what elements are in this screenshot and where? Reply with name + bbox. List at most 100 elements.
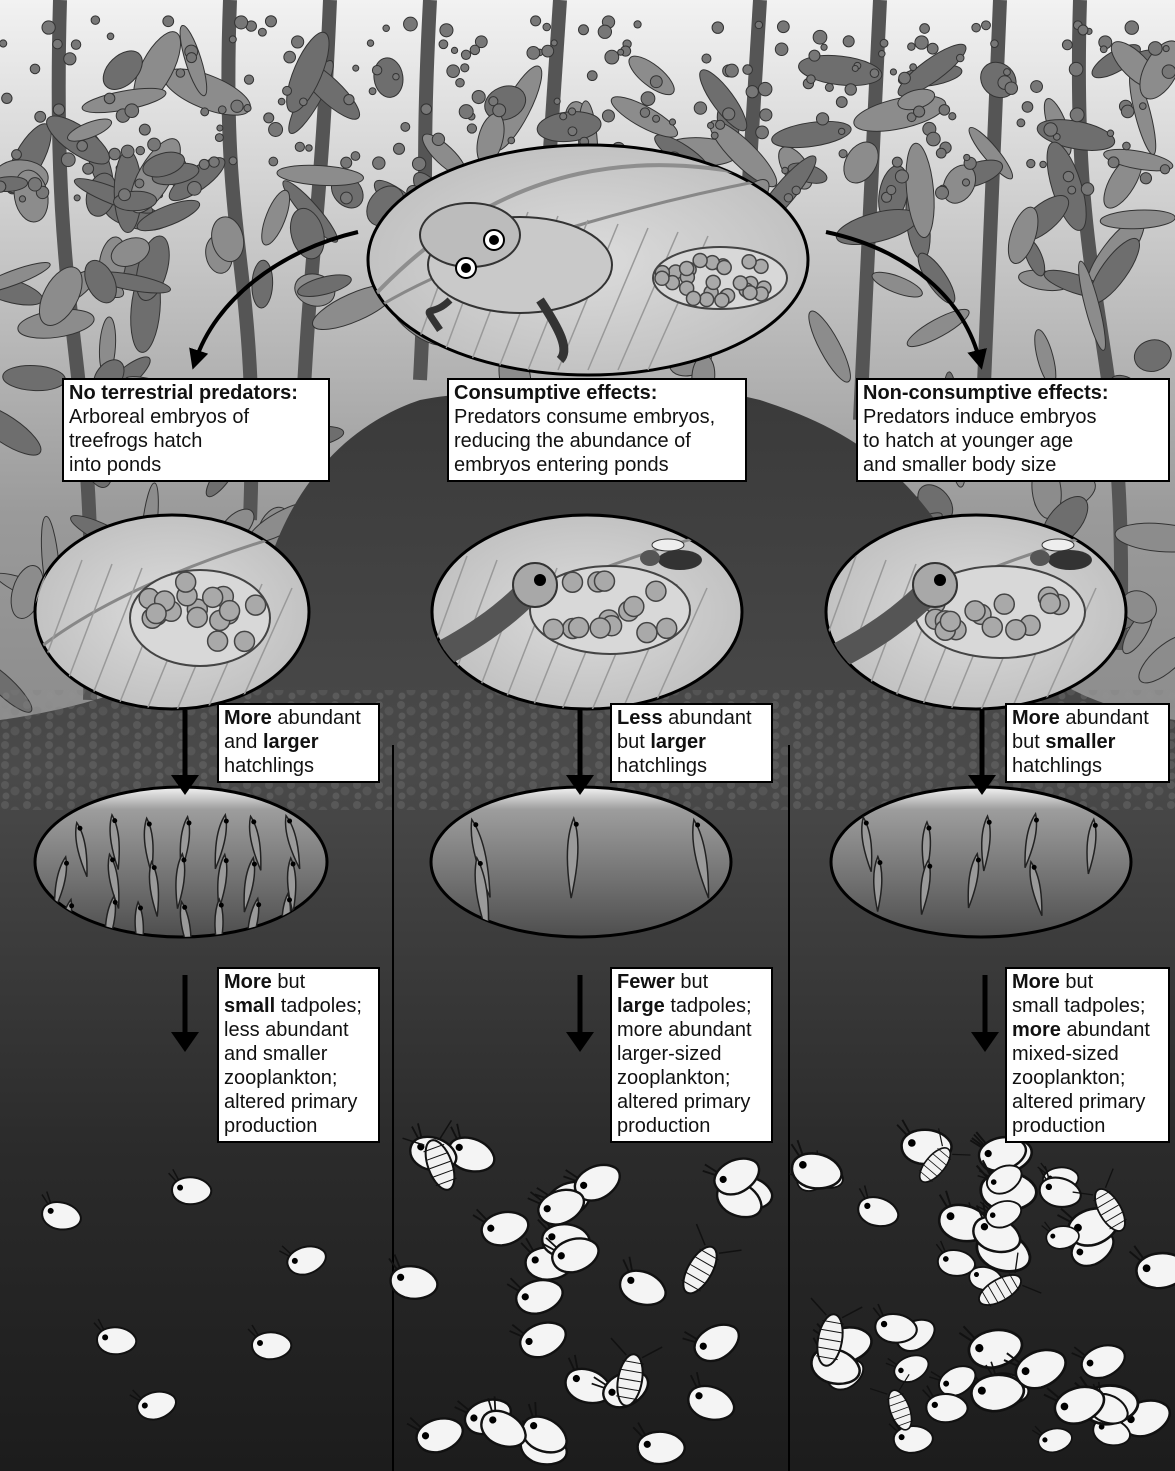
berry <box>915 36 928 49</box>
label-text: hatchlings <box>224 755 314 777</box>
emphasis-text: More <box>224 707 272 729</box>
berry <box>229 157 237 165</box>
berry <box>404 17 418 31</box>
berry <box>1123 142 1131 150</box>
emphasis-text: Fewer <box>617 971 675 993</box>
berry <box>1108 157 1119 168</box>
berry <box>782 167 788 173</box>
berry <box>527 46 540 59</box>
berry <box>560 113 567 120</box>
berry <box>341 192 353 204</box>
label-line: more abundant <box>617 1018 766 1042</box>
egg-clutch <box>653 247 787 309</box>
berry <box>264 113 274 123</box>
berry <box>1031 81 1043 93</box>
label-text: and smaller <box>224 1043 327 1065</box>
label-text: but <box>617 731 650 753</box>
berry <box>188 181 202 195</box>
berry <box>472 90 485 103</box>
berry <box>910 64 917 71</box>
label-line: less abundant <box>224 1018 373 1042</box>
label-text: tadpoles; <box>275 995 362 1017</box>
berry <box>531 16 541 26</box>
emphasis-text: small <box>224 995 275 1017</box>
berry <box>702 54 711 63</box>
berry <box>618 49 624 55</box>
berry <box>508 137 515 144</box>
egg <box>994 594 1014 614</box>
berry <box>470 45 479 54</box>
label-text: abundant <box>663 707 752 729</box>
berry <box>35 111 46 122</box>
berry <box>109 148 120 159</box>
berry <box>64 53 76 65</box>
berry <box>467 124 476 133</box>
berry <box>908 43 915 50</box>
label-text: but <box>272 971 305 993</box>
berry <box>284 51 296 63</box>
egg <box>569 618 589 638</box>
berry <box>845 84 856 95</box>
emphasis-text: More <box>1012 971 1060 993</box>
berry <box>393 73 399 79</box>
berry <box>401 122 410 131</box>
berry <box>135 179 144 188</box>
egg <box>693 253 707 267</box>
berry <box>725 64 738 77</box>
berry <box>825 83 833 91</box>
berry <box>493 104 506 117</box>
berry <box>870 69 879 78</box>
egg <box>220 601 240 621</box>
berry <box>879 51 886 58</box>
berry <box>760 109 772 121</box>
emphasis-text: larger <box>650 731 706 753</box>
egg <box>706 275 720 289</box>
berry <box>587 71 597 81</box>
berry <box>229 36 236 43</box>
egg <box>646 581 666 601</box>
label-line: More but <box>224 970 373 994</box>
berry <box>892 157 902 167</box>
berry <box>605 50 619 64</box>
berry <box>792 186 800 194</box>
berry <box>1160 165 1169 174</box>
berry <box>412 157 425 170</box>
berry <box>187 53 197 63</box>
berry <box>880 39 888 47</box>
label-text: production <box>617 1115 710 1137</box>
label-line: mixed-sized <box>1012 1042 1163 1066</box>
label-line: zooplankton; <box>1012 1066 1163 1090</box>
egg <box>1006 620 1026 640</box>
label-text: abundant <box>272 707 361 729</box>
egg <box>680 262 694 276</box>
label-line: hatchlings <box>617 754 766 778</box>
berry <box>244 75 253 84</box>
berry <box>459 105 473 119</box>
berry <box>936 186 949 199</box>
label-text: tadpoles; <box>665 995 752 1017</box>
berry <box>964 154 970 160</box>
berry <box>551 40 557 46</box>
label-line: larger-sized <box>617 1042 766 1066</box>
berry <box>12 150 22 160</box>
egg <box>235 631 255 651</box>
berry <box>295 142 304 151</box>
berry <box>77 141 88 152</box>
berry <box>936 148 946 158</box>
egg <box>655 271 669 285</box>
berry <box>669 119 675 125</box>
label-line: Less abundant <box>617 706 766 730</box>
egg <box>657 618 677 638</box>
tadpole-ellipse-middle <box>431 787 731 938</box>
berry <box>148 138 161 151</box>
berry <box>653 115 660 122</box>
berry <box>125 104 139 118</box>
berry <box>640 108 649 117</box>
berry <box>650 76 662 88</box>
berry <box>235 16 248 29</box>
berry <box>119 189 131 201</box>
berry <box>451 47 457 53</box>
berry <box>432 133 444 145</box>
berry <box>694 102 706 114</box>
outcome-label-middle: Fewer butlarge tadpoles;more abundantlar… <box>610 967 773 1143</box>
